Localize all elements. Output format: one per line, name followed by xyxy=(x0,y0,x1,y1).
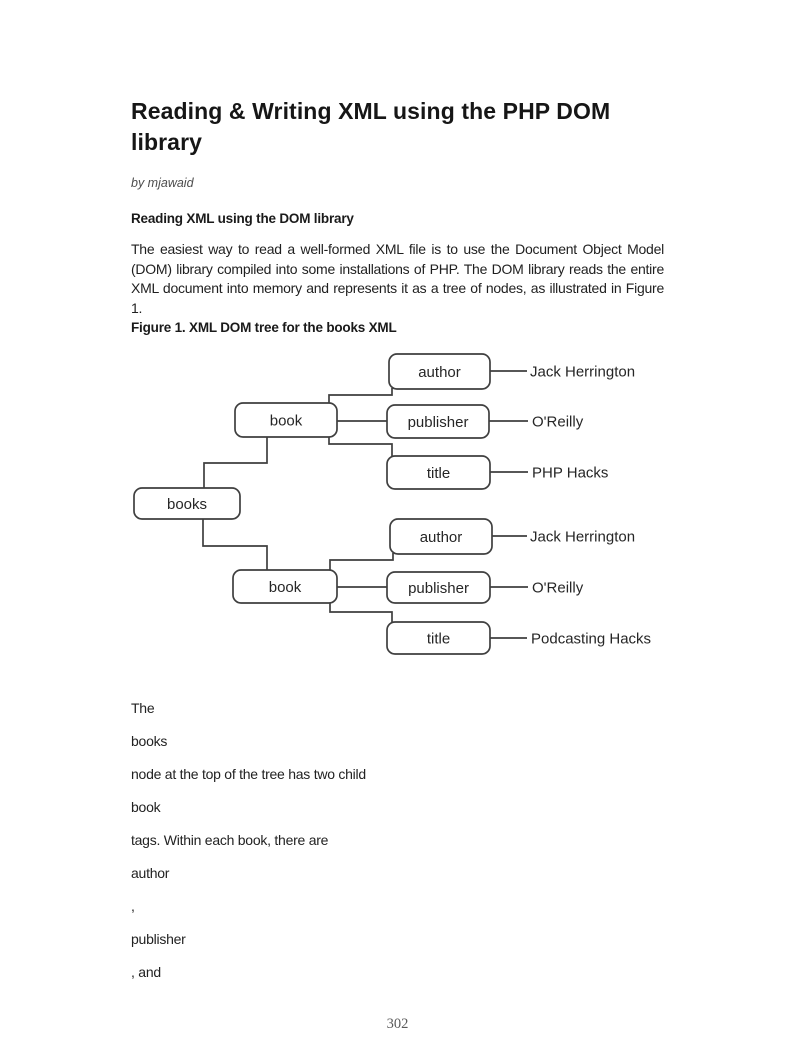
node-label: book xyxy=(269,578,302,595)
node-label: author xyxy=(420,528,463,545)
node-label: books xyxy=(167,495,207,512)
connector-line xyxy=(328,387,393,420)
value-label: PHP Hacks xyxy=(532,464,608,481)
page-number: 302 xyxy=(386,1016,409,1032)
text-fragment: author xyxy=(131,864,170,881)
node-label: publisher xyxy=(408,579,469,596)
text-fragment: books xyxy=(131,732,168,749)
figure-caption: Figure 1. XML DOM tree for the books XML xyxy=(131,320,397,335)
text-fragment: node at the top of the tree has two chil… xyxy=(131,765,366,782)
node-label: title xyxy=(427,630,450,647)
connector-line xyxy=(328,419,393,456)
node-box xyxy=(234,401,338,438)
node-label: author xyxy=(418,363,461,380)
fragment-lines: The books node at the top of the tree has … xyxy=(131,698,664,982)
text-fragment: tags. Within each book, there are xyxy=(131,831,329,848)
section-heading: Reading XML using the DOM library xyxy=(131,211,354,226)
figure-wrap: books book book author publisher title author p… xyxy=(130,348,664,669)
connector-line xyxy=(203,436,268,488)
body-paragraph: The easiest way to read a well-formed XM… xyxy=(131,241,664,316)
byline: by mjawaid xyxy=(131,176,194,190)
text-fragment: , and xyxy=(131,963,161,980)
text-fragment: The xyxy=(131,699,155,716)
page-title: Reading & Writing XML using the PHP DOM … xyxy=(131,98,611,155)
dom-tree-diagram: books book book author publisher title author p… xyxy=(133,352,651,655)
node-label: title xyxy=(427,464,450,481)
text-fragment: publisher xyxy=(131,930,186,947)
value-label: Jack Herrington xyxy=(530,363,635,380)
node-box xyxy=(133,486,241,520)
value-label: Podcasting Hacks xyxy=(531,630,651,647)
text-fragment: book xyxy=(131,798,161,815)
value-label: O'Reilly xyxy=(532,579,584,596)
page-content: Reading & Writing XML using the PHP DOM … xyxy=(131,0,664,995)
value-label: O'Reilly xyxy=(532,413,584,430)
connector-line xyxy=(329,585,393,622)
value-label: Jack Herrington xyxy=(530,528,635,545)
connector-line xyxy=(202,518,268,570)
node-label: publisher xyxy=(408,413,469,430)
node-label: book xyxy=(270,412,303,429)
node-box xyxy=(232,568,338,604)
connector-line xyxy=(329,552,394,586)
text-fragment: , xyxy=(131,897,135,914)
